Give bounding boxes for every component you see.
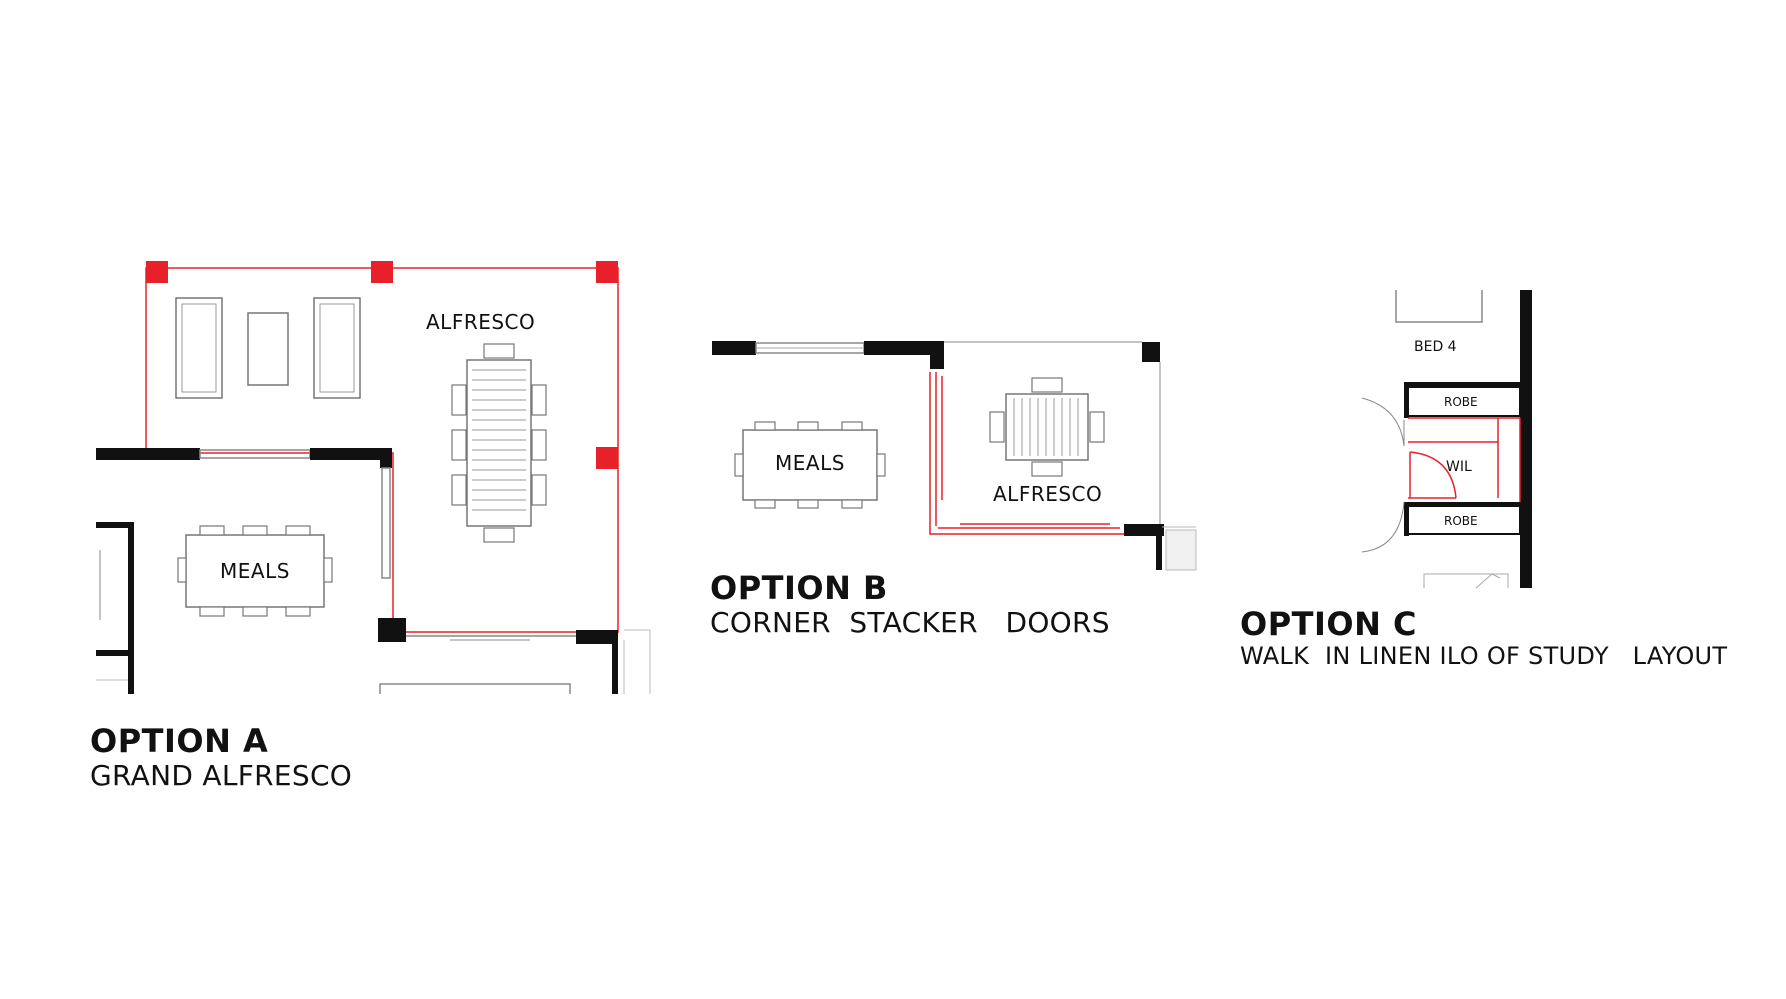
option-a-window — [199, 449, 311, 459]
option-c-robe-top — [1407, 385, 1521, 417]
option-a-door-track — [381, 467, 391, 579]
option-a-sofa — [175, 297, 223, 399]
option-a-meals-table — [177, 525, 333, 617]
option-a-wall — [380, 448, 392, 468]
option-c-plan: BED 4 ROBE WIL ROBE — [1361, 290, 1532, 589]
option-c-door-swing — [1361, 501, 1405, 553]
option-a-wall — [96, 448, 200, 460]
option-a-room-label-alfresco: ALFRESCO — [426, 310, 535, 334]
option-b-wall — [1156, 530, 1162, 570]
option-a-wall — [612, 636, 618, 694]
option-a-post — [596, 447, 618, 469]
option-c-caption: OPTION C WALK IN LINEN ILO OF STUDY LAYO… — [1240, 606, 1727, 670]
option-c-subtitle: WALK IN LINEN ILO OF STUDY LAYOUT — [1240, 641, 1728, 670]
option-a-post — [371, 261, 393, 283]
option-a-wall — [96, 522, 134, 528]
option-a-subtitle: GRAND ALFRESCO — [90, 758, 353, 792]
option-c-wall — [1404, 382, 1520, 388]
option-a-wall — [576, 630, 618, 644]
option-a-post — [146, 261, 168, 283]
option-c-walk-in-linen — [1408, 417, 1521, 502]
option-a-outdoor-dining-set — [451, 343, 547, 543]
option-c-bottom-detail — [1423, 573, 1509, 588]
option-a-wall — [128, 522, 134, 694]
option-c-room-label-robe-bottom: ROBE — [1444, 514, 1478, 528]
option-a-sofa — [181, 303, 217, 393]
option-c-room-label-wil: WIL — [1446, 459, 1472, 475]
option-b-post — [1142, 342, 1160, 362]
option-c-room-label-bed: BED 4 — [1414, 339, 1457, 355]
option-b-subtitle: CORNER STACKER DOORS — [710, 605, 1110, 639]
option-b-wall — [930, 341, 944, 369]
option-b-outdoor-dining-set — [989, 377, 1105, 477]
option-b-step — [1165, 529, 1197, 571]
option-c-robe-bottom — [1407, 505, 1521, 535]
option-b-meals-table — [734, 421, 886, 509]
option-a-wall — [378, 618, 406, 642]
option-a-sofa — [313, 297, 361, 399]
option-a-bench — [379, 683, 571, 694]
option-a-coffee-table — [247, 312, 289, 386]
option-b-wall — [1124, 524, 1164, 536]
option-b-title: OPTION B — [710, 569, 888, 607]
option-b-wall — [864, 341, 944, 355]
option-a-room-label-meals: MEALS — [220, 559, 290, 583]
option-c-room-label-robe-top: ROBE — [1444, 395, 1478, 409]
option-a-wall — [310, 448, 392, 460]
option-b-caption: OPTION B CORNER STACKER DOORS — [710, 570, 1110, 639]
option-a-plan: ALFRESCO MEALS — [96, 261, 651, 694]
option-c-bed-outline — [1395, 290, 1483, 323]
option-c-wall — [1520, 290, 1532, 588]
option-b-room-label-meals: MEALS — [775, 451, 845, 475]
option-a-post — [596, 261, 618, 283]
option-b-wall — [712, 341, 756, 355]
option-b-plan: MEALS ALFRESCO — [712, 341, 1197, 571]
option-c-wall — [1404, 382, 1409, 418]
option-c-door-swing — [1361, 397, 1405, 447]
option-a-sofa — [319, 303, 355, 393]
option-a-wall — [96, 650, 132, 656]
option-a-caption: OPTION A GRAND ALFRESCO — [90, 723, 352, 792]
option-c-wall — [1404, 502, 1409, 536]
option-b-corner-stacker-doors — [929, 372, 1124, 535]
option-c-bottom-detail — [1475, 573, 1501, 589]
option-c-title: OPTION C — [1240, 605, 1417, 643]
option-a-title: OPTION A — [90, 722, 269, 760]
option-b-room-label-alfresco: ALFRESCO — [993, 482, 1102, 506]
